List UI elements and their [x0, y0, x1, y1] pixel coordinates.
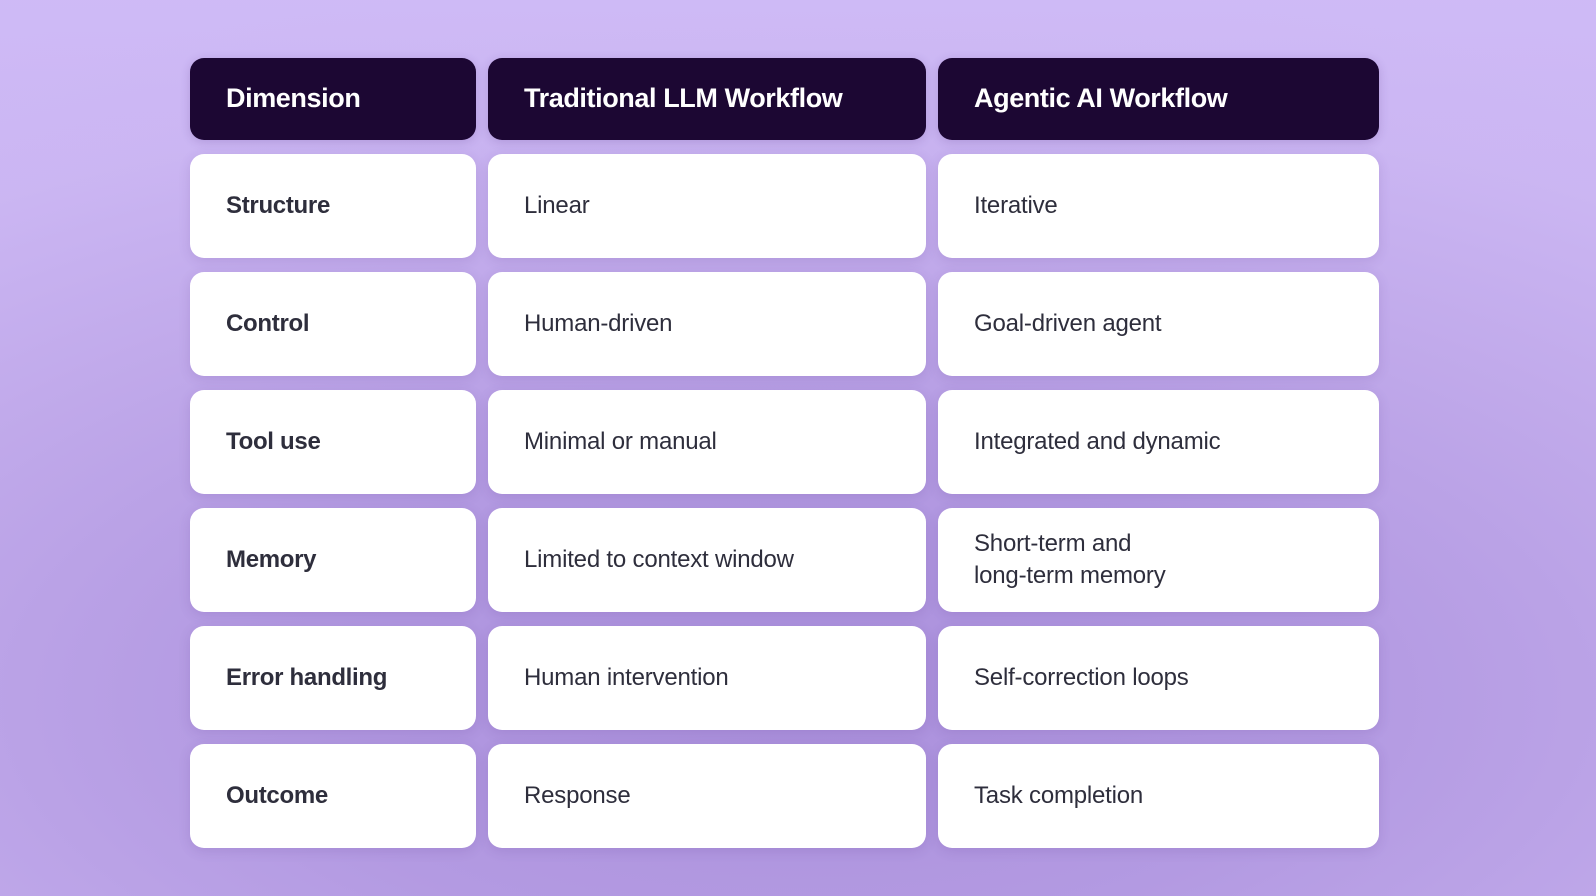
column-header-dimension: Dimension	[190, 58, 476, 140]
column-header-traditional-llm-workflow: Traditional LLM Workflow	[488, 58, 926, 140]
cell-traditional-label: Human intervention	[524, 664, 729, 692]
cell-agentic: Iterative	[938, 154, 1379, 258]
cell-agentic-label: Integrated and dynamic	[974, 428, 1221, 456]
cell-traditional: Minimal or manual	[488, 390, 926, 494]
cell-agentic-label: Task completion	[974, 782, 1144, 810]
cell-dimension-label: Tool use	[226, 428, 321, 456]
cell-dimension: Memory	[190, 508, 476, 612]
table-row: Memory Limited to context window Short-t…	[190, 508, 1379, 612]
column-header-traditional-llm-workflow-label: Traditional LLM Workflow	[524, 83, 843, 114]
cell-traditional: Limited to context window	[488, 508, 926, 612]
column-header-dimension-label: Dimension	[226, 83, 361, 114]
table-row: Outcome Response Task completion	[190, 744, 1379, 848]
cell-dimension-label: Memory	[226, 546, 317, 574]
cell-traditional: Human intervention	[488, 626, 926, 730]
cell-traditional-label: Response	[524, 782, 631, 810]
column-header-agentic-ai-workflow: Agentic AI Workflow	[938, 58, 1379, 140]
column-header-agentic-ai-workflow-label: Agentic AI Workflow	[974, 83, 1228, 114]
table-header-row: Dimension Traditional LLM Workflow Agent…	[190, 58, 1379, 140]
cell-agentic: Integrated and dynamic	[938, 390, 1379, 494]
cell-traditional-label: Linear	[524, 192, 590, 220]
cell-agentic: Short-term and long-term memory	[938, 508, 1379, 612]
cell-agentic: Self-correction loops	[938, 626, 1379, 730]
cell-traditional: Linear	[488, 154, 926, 258]
cell-dimension: Structure	[190, 154, 476, 258]
table-row: Tool use Minimal or manual Integrated an…	[190, 390, 1379, 494]
table-row: Error handling Human intervention Self-c…	[190, 626, 1379, 730]
cell-dimension-label: Structure	[226, 192, 330, 220]
cell-dimension: Tool use	[190, 390, 476, 494]
cell-traditional: Response	[488, 744, 926, 848]
cell-dimension: Control	[190, 272, 476, 376]
table-row: Control Human-driven Goal-driven agent	[190, 272, 1379, 376]
cell-agentic: Task completion	[938, 744, 1379, 848]
cell-traditional: Human-driven	[488, 272, 926, 376]
cell-traditional-label: Limited to context window	[524, 546, 794, 574]
cell-agentic: Goal-driven agent	[938, 272, 1379, 376]
cell-traditional-label: Minimal or manual	[524, 428, 717, 456]
cell-traditional-label: Human-driven	[524, 310, 673, 338]
cell-agentic-label: Goal-driven agent	[974, 310, 1162, 338]
cell-agentic-label: Short-term and long-term memory	[974, 530, 1166, 589]
cell-agentic-label: Self-correction loops	[974, 664, 1189, 692]
cell-dimension: Error handling	[190, 626, 476, 730]
cell-dimension-label: Control	[226, 310, 310, 338]
table-row: Structure Linear Iterative	[190, 154, 1379, 258]
comparison-table: Dimension Traditional LLM Workflow Agent…	[190, 58, 1379, 848]
cell-agentic-label: Iterative	[974, 192, 1058, 220]
cell-dimension: Outcome	[190, 744, 476, 848]
cell-dimension-label: Outcome	[226, 782, 328, 810]
cell-dimension-label: Error handling	[226, 664, 388, 692]
